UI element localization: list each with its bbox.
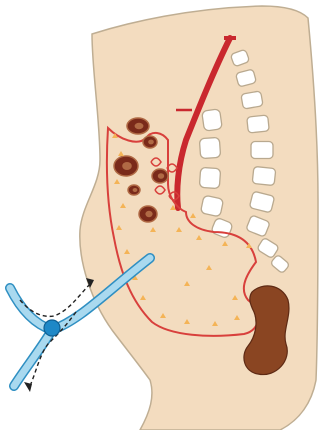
catheter-junction-icon xyxy=(44,320,60,336)
lymph-node-core xyxy=(133,188,138,192)
lymph-node-core xyxy=(122,162,132,170)
lymph-node-core xyxy=(145,211,152,217)
vertebra xyxy=(241,91,263,109)
lymph-node-core xyxy=(148,140,154,145)
lymph-node-core xyxy=(135,123,144,129)
vertebral-body xyxy=(199,137,220,158)
lymph-node-core xyxy=(158,173,164,179)
torso-silhouette xyxy=(80,6,318,430)
vertebral-body xyxy=(199,167,220,188)
vertebra xyxy=(251,142,273,159)
vertebra xyxy=(252,166,276,185)
vertebral-body xyxy=(200,195,223,217)
vertebral-body xyxy=(202,109,223,131)
vertebra xyxy=(247,115,270,133)
